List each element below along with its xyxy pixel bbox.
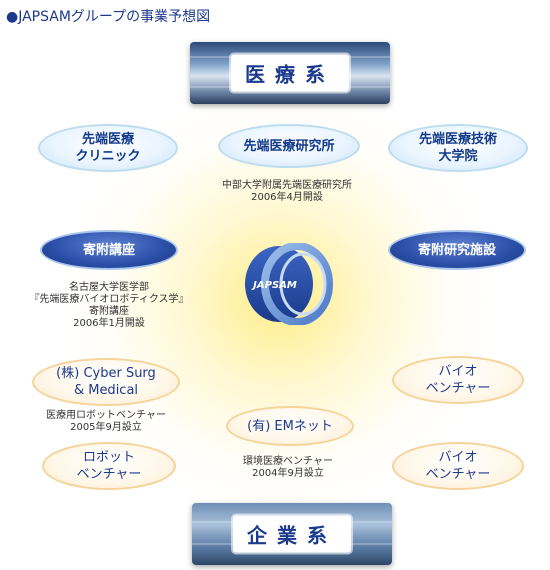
enterprise-footer-photo: 企業系 [192,503,392,565]
node-em-net: (有) EMネット [226,406,354,446]
note-cyber-surg: 医療用ロボットベンチャー 2005年9月設立 [46,410,166,433]
page-title: ●JAPSAMグループの事業予想図 [6,9,211,25]
node-institute: 先端医療研究所 [218,124,360,168]
note-em-net: 環境医療ベンチャー 2004年9月設立 [243,456,333,479]
japsam-logo: JAPSAM [245,243,333,325]
node-clinic: 先端医療 クリニック [38,124,178,172]
logo-text: JAPSAM [251,280,297,291]
node-bio-venture-1: バイオ ベンチャー [392,356,524,404]
medical-label: 医療系 [231,54,349,92]
note-endowed-chair: 名古屋大学医学部 『先端医療バイオロボティクス学』 寄附講座 2006年1月開設 [29,282,189,329]
enterprise-label: 企業系 [233,515,351,553]
medical-header-photo: 医療系 [190,42,390,104]
node-endowed-chair: 寄附講座 [40,230,178,270]
node-endowed-facility: 寄附研究施設 [388,230,526,270]
node-robot-venture: ロボット ベンチャー [42,442,176,490]
note-institute: 中部大学附属先端医療研究所 2006年4月開設 [222,180,352,203]
node-bio-venture-2: バイオ ベンチャー [392,442,524,490]
node-grad-school: 先端医療技術 大学院 [388,124,528,172]
node-cyber-surg: (株) Cyber Surg & Medical [32,358,180,406]
